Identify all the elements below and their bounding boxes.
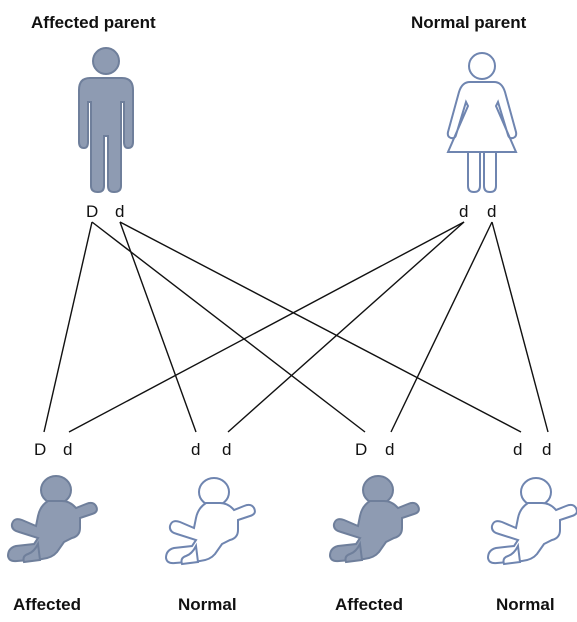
child-2-label: Normal: [178, 595, 237, 614]
line-d-to-child-2b: [227, 221, 465, 433]
child-4-allele-1: d: [513, 440, 522, 459]
child-4-label: Normal: [496, 595, 555, 614]
line-d-to-child-2: [119, 221, 197, 433]
affected-parent-allele-2: d: [115, 202, 124, 221]
normal-baby-icon: [487, 477, 577, 565]
line-D-to-child-3: [91, 221, 366, 433]
affected-parent-label: Affected parent: [31, 13, 156, 32]
normal-baby-icon: [165, 477, 256, 565]
line-d-to-child-4b: [491, 221, 549, 433]
normal-parent-label: Normal parent: [411, 13, 527, 32]
line-d-to-child-3: [390, 221, 493, 433]
affected-parent-allele-1: D: [86, 202, 98, 221]
child-2-allele-1: d: [191, 440, 200, 459]
inheritance-lines: [43, 221, 549, 433]
line-d-to-child-4: [119, 221, 522, 433]
child-3-label: Affected: [335, 595, 403, 614]
female-figure-icon: [446, 52, 518, 194]
child-1-allele-1: D: [34, 440, 46, 459]
child-1-label: Affected: [13, 595, 81, 614]
line-D-to-child-1: [43, 221, 93, 433]
child-2-allele-2: d: [222, 440, 231, 459]
child-4-allele-2: d: [542, 440, 551, 459]
child-3-allele-1: D: [355, 440, 367, 459]
affected-baby-icon: [329, 475, 420, 563]
child-3-allele-2: d: [385, 440, 394, 459]
normal-parent-allele-2: d: [487, 202, 496, 221]
affected-baby-icon: [7, 475, 98, 563]
male-figure-icon: [78, 47, 134, 194]
normal-parent-allele-1: d: [459, 202, 468, 221]
line-d-to-child-1: [68, 221, 465, 433]
child-1-allele-2: d: [63, 440, 72, 459]
